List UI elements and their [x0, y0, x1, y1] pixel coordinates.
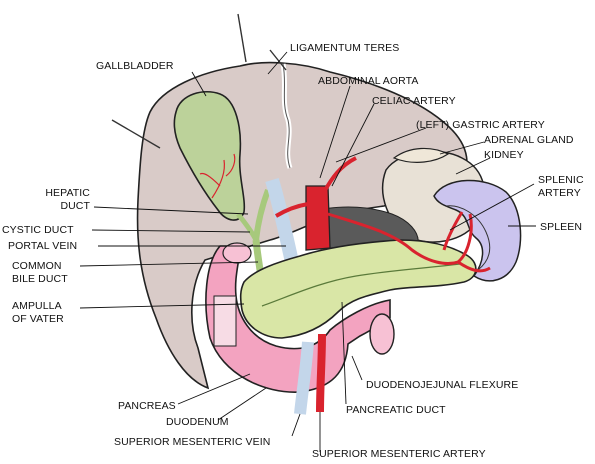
label-superior-mesenteric-artery: SUPERIOR MESENTERIC ARTERY [312, 448, 486, 460]
duodenum-opening [222, 242, 252, 264]
abdominal-aorta [305, 185, 331, 251]
label-pancreatic-duct: PANCREATIC DUCT [346, 404, 446, 416]
label-pancreas: PANCREAS [118, 400, 176, 412]
label-ligamentum-teres: LIGAMENTUM TERES [290, 42, 400, 54]
label-common-bile-duct: COMMON BILE DUCT [12, 260, 68, 285]
label-gallbladder: GALLBLADDER [96, 60, 174, 72]
spleen-hilum [445, 205, 491, 271]
label-duodenojejunal-flexure: DUODENOJEJUNAL FLEXURE [366, 379, 519, 391]
label-abdominal-aorta: ABDOMINAL AORTA [318, 75, 419, 87]
superior-mesenteric-vein [294, 341, 314, 415]
gallbladder-artery [199, 153, 236, 199]
retractor-top [237, 13, 247, 63]
label-adrenal-gland: ADRENAL GLAND [484, 134, 574, 146]
label-portal-vein: PORTAL VEIN [8, 240, 78, 252]
leader-lines [79, 51, 536, 452]
gallbladder [173, 90, 246, 221]
label-cystic-duct: CYSTIC DUCT [2, 224, 74, 236]
liver-fissure-line [282, 63, 291, 169]
retractor-left [111, 119, 161, 149]
retractor-top-2 [269, 49, 287, 71]
hepatic-artery [274, 202, 309, 218]
cystic-duct [236, 212, 259, 242]
label-celiac-artery: CELIAC ARTERY [372, 95, 456, 107]
label-kidney: KIDNEY [484, 149, 524, 161]
splenic-artery [327, 211, 491, 273]
gastric-artery [322, 156, 357, 193]
duodenum-cutaway [213, 295, 237, 347]
label-superior-mesenteric-vein: SUPERIOR MESENTERIC VEIN [114, 436, 271, 448]
portal-vein [265, 177, 299, 264]
pancreas [239, 239, 477, 339]
label-spleen: SPLEEN [540, 221, 583, 233]
hepatic-duct [253, 188, 271, 241]
superior-mesenteric-artery [316, 333, 326, 413]
duodenojejunal-flexure [369, 313, 395, 355]
label-left-gastric-artery: (LEFT) GASTRIC ARTERY [416, 119, 545, 131]
spleen [433, 179, 522, 282]
adrenal-gland [392, 147, 450, 163]
label-splenic-artery: SPLENIC ARTERY [538, 174, 584, 199]
pancreatic-duct [261, 263, 461, 307]
label-duodenum: DUODENUM [166, 416, 229, 428]
label-hepatic-duct: HEPATIC DUCT [45, 187, 90, 212]
label-ampulla-of-vater: AMPULLA OF VATER [12, 300, 64, 325]
